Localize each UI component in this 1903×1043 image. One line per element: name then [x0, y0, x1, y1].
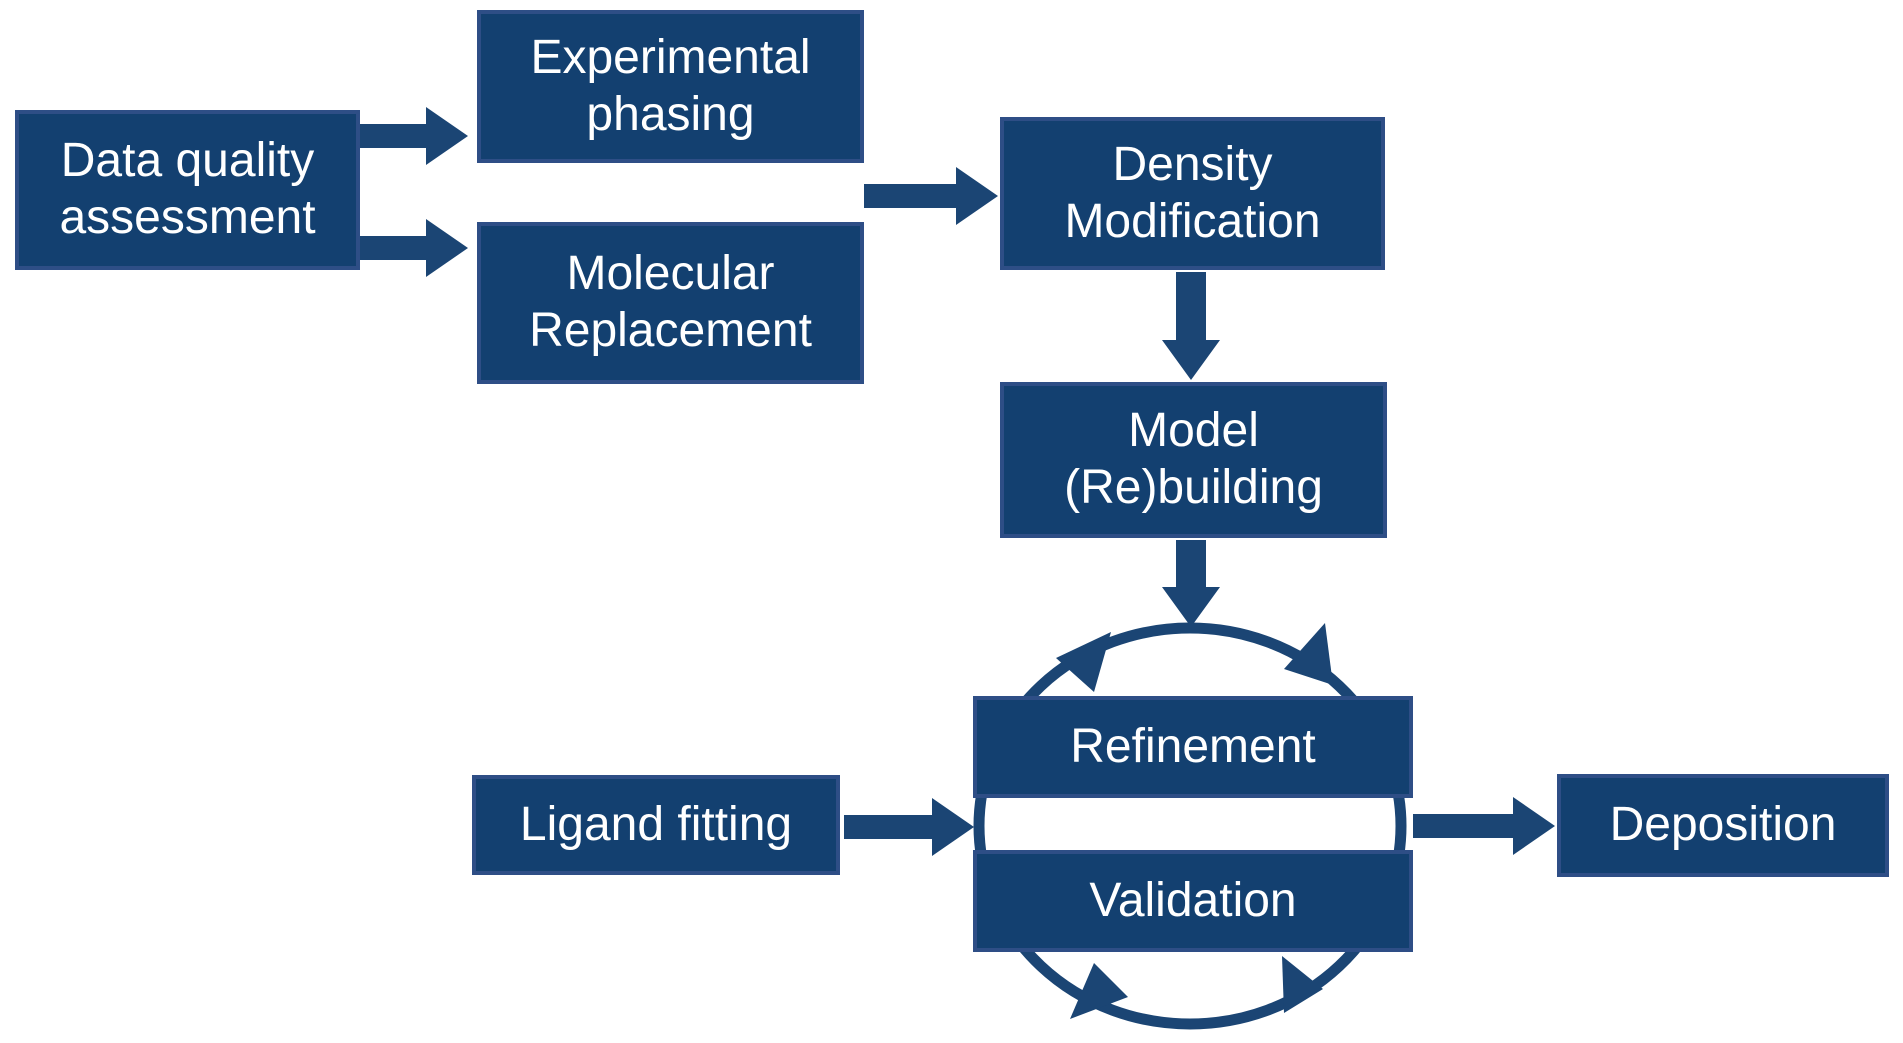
node-ligand-fitting-label: Ligand fitting	[519, 797, 793, 851]
node-ligand-fitting: Ligand fitting	[472, 775, 840, 875]
node-validation-label: Validation	[1089, 873, 1297, 927]
arrow-data-quality-to-molecular-replacement	[360, 219, 468, 277]
node-deposition: Deposition	[1557, 774, 1889, 877]
node-experimental-phasing-label: Experimental phasing	[530, 30, 811, 141]
node-deposition-label: Deposition	[1609, 798, 1837, 852]
arrow-density-modification-to-model-rebuilding	[1162, 272, 1220, 380]
arrow-model-rebuilding-to-cycle	[1162, 540, 1220, 627]
node-refinement-label: Refinement	[1070, 719, 1316, 773]
node-data-quality-assessment: Data quality assessment	[15, 110, 360, 270]
node-density-modification: Density Modification	[1000, 117, 1385, 270]
cycle-arrowhead-bottom-right	[1282, 956, 1323, 1013]
node-density-modification-label: Density Modification	[1064, 137, 1321, 248]
node-experimental-phasing: Experimental phasing	[477, 10, 864, 163]
node-model-rebuilding: Model (Re)building	[1000, 382, 1387, 538]
arrow-data-quality-to-experimental-phasing	[360, 107, 468, 165]
cycle-arrowhead-top-right	[1284, 623, 1333, 685]
node-data-quality-assessment-label: Data quality assessment	[59, 134, 316, 244]
node-validation: Validation	[973, 850, 1413, 952]
node-molecular-replacement-label: Molecular Replacement	[529, 247, 812, 357]
node-model-rebuilding-label: Model (Re)building	[1064, 404, 1323, 514]
node-molecular-replacement: Molecular Replacement	[477, 222, 864, 384]
arrow-phasing-to-density-modification	[864, 167, 998, 225]
refinement-validation-cycle-ring	[973, 622, 1407, 1030]
arrow-ligand-fitting-to-cycle	[844, 798, 974, 856]
cycle-arrowhead-bottom-left	[1070, 963, 1128, 1019]
node-refinement: Refinement	[973, 696, 1413, 798]
cycle-arrowhead-top-left	[1056, 632, 1111, 692]
arrow-cycle-to-deposition	[1413, 797, 1555, 855]
